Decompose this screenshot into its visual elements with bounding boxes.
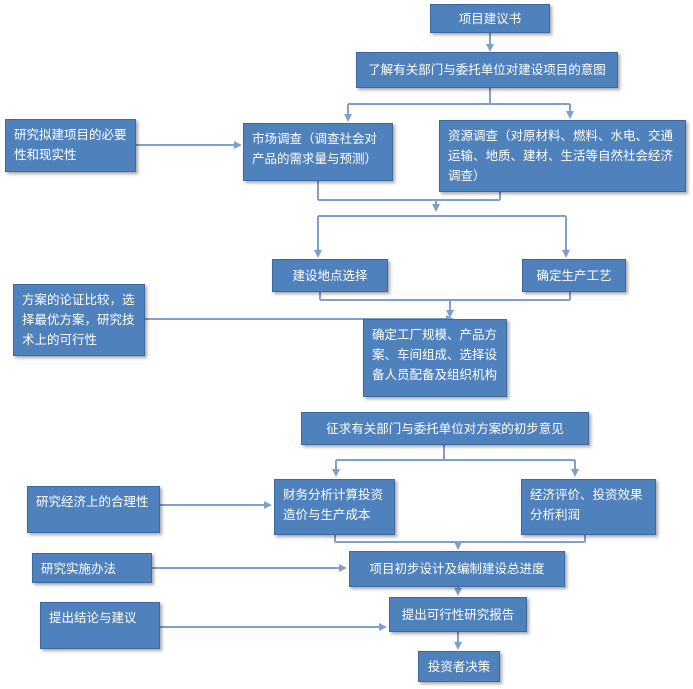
production-process-label: 确定生产工艺 [536, 267, 612, 283]
resource-survey-box: 资源调查（对原材料、燃料、水电、交通运输、地质、建材、生活等自然社会经济调查） [439, 120, 686, 192]
feasibility-report-box: 提出可行性研究报告 [389, 597, 527, 632]
plant-scale-box: 确定工厂规模、产品方案、车间组成、选择设备人员配备及组织机构 [363, 319, 507, 397]
market-survey-box: 市场调查（调查社会对产品的需求量与预测） [243, 123, 393, 181]
site-selection-label: 建设地点选择 [292, 267, 368, 283]
solicit-opinion-box: 征求有关部门与委托单位对方案的初步意见 [301, 412, 589, 445]
economic-rationality-box: 研究经济上的合理性 [27, 486, 160, 533]
investor-decision-label: 投资者决策 [427, 658, 491, 674]
implementation-research-box: 研究实施办法 [32, 553, 152, 583]
project-proposal-box: 项目建议书 [430, 4, 550, 33]
project-proposal-label: 项目建议书 [458, 10, 522, 26]
financial-analysis-label: 财务分析计算投资造价与生产成本 [283, 487, 384, 522]
understand-intent-box: 了解有关部门与委托单位对建设项目的意图 [356, 52, 618, 88]
scheme-comparison-label: 方案的论证比较，选择最优方案，研究技术上的可行性 [22, 292, 135, 347]
production-process-box: 确定生产工艺 [522, 259, 626, 292]
plant-scale-label: 确定工厂规模、产品方案、车间组成、选择设备人员配备及组织机构 [372, 327, 498, 382]
conclusion-box: 提出结论与建议 [40, 602, 160, 649]
investor-decision-box: 投资者决策 [418, 651, 500, 682]
resource-survey-label: 资源调查（对原材料、燃料、水电、交通运输、地质、建材、生活等自然社会经济调查） [448, 128, 674, 183]
feasibility-report-label: 提出可行性研究报告 [401, 606, 515, 622]
conclusion-label: 提出结论与建议 [49, 610, 137, 625]
implementation-research-label: 研究实施办法 [41, 561, 117, 576]
market-survey-label: 市场调查（调查社会对产品的需求量与预测） [252, 131, 378, 166]
economic-evaluation-box: 经济评价、投资效果分析利润 [521, 479, 656, 535]
preliminary-design-box: 项目初步设计及编制建设总进度 [349, 551, 565, 587]
economic-rationality-label: 研究经济上的合理性 [36, 494, 149, 509]
preliminary-design-label: 项目初步设计及编制建设总进度 [369, 561, 545, 576]
understand-intent-label: 了解有关部门与委托单位对建设项目的意图 [368, 62, 606, 77]
financial-analysis-box: 财务分析计算投资造价与生产成本 [274, 479, 395, 535]
solicit-opinion-label: 征求有关部门与委托单位对方案的初步意见 [326, 420, 564, 436]
site-selection-box: 建设地点选择 [272, 259, 388, 292]
economic-evaluation-label: 经济评价、投资效果分析利润 [530, 487, 643, 522]
scheme-comparison-box: 方案的论证比较，选择最优方案，研究技术上的可行性 [13, 284, 145, 356]
research-necessity-box: 研究拟建项目的必要性和现实性 [5, 119, 136, 172]
research-necessity-label: 研究拟建项目的必要性和现实性 [14, 127, 127, 162]
